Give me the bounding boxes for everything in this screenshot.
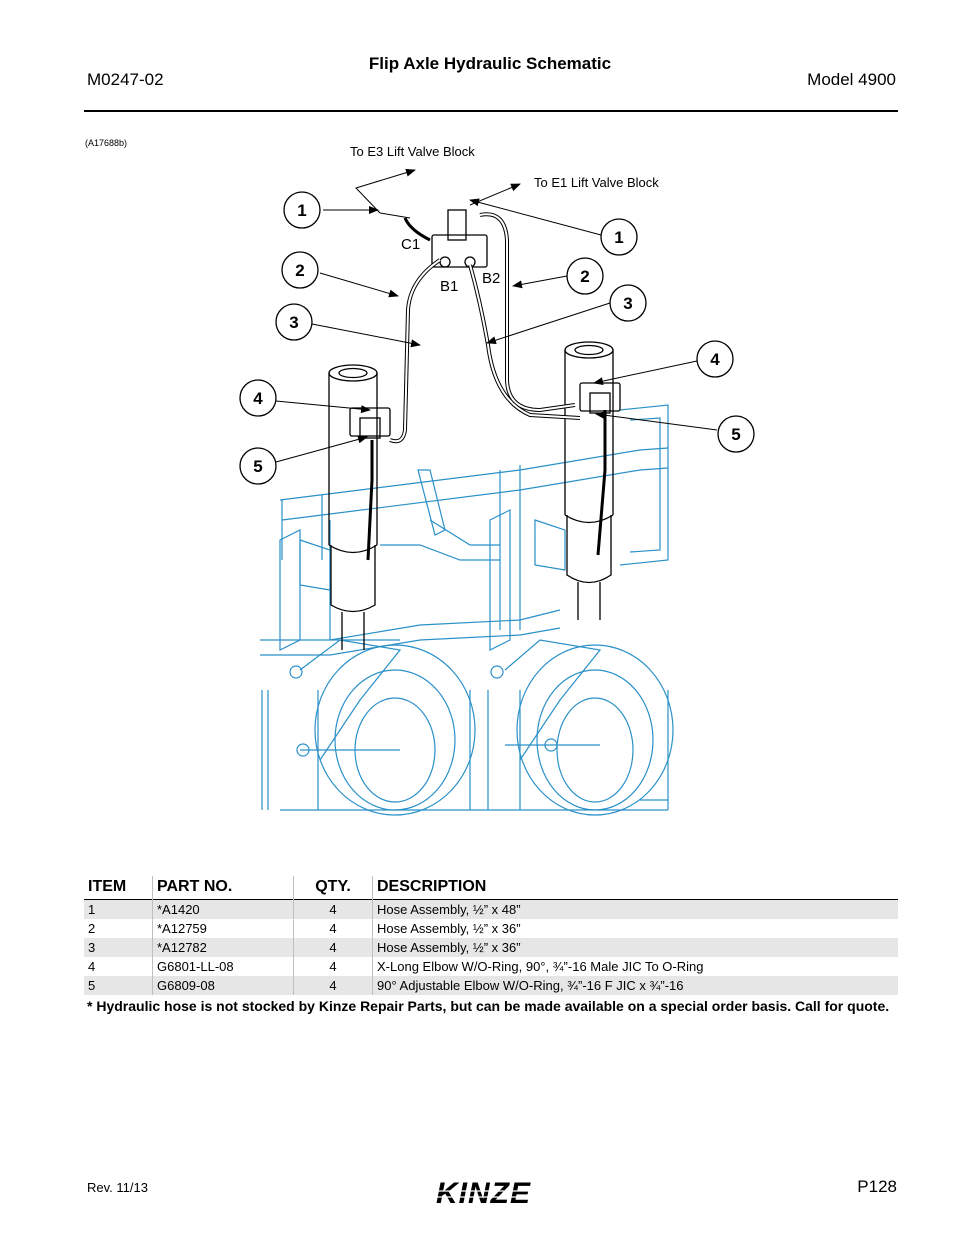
column-header-description: DESCRIPTION [372,876,898,900]
part-number-cell: G6801-LL-08 [152,957,294,976]
qty-cell: 4 [293,938,373,957]
svg-text:2: 2 [580,267,589,286]
page-number: P128 [857,1177,897,1196]
svg-text:4: 4 [253,389,263,408]
page-title: Flip Axle Hydraulic Schematic [368,54,612,73]
hydraulic-schematic-diagram: 1 2 3 4 5 1 2 3 4 5 C1 B1 B2 [239,168,755,816]
qty-cell: 4 [293,899,373,919]
planter-frame-drawing [260,404,674,816]
part-number-cell: *A1420 [152,899,294,919]
item-cell: 1 [84,899,153,919]
logo-wordmark: KINZE [436,1177,531,1209]
qty-cell: 4 [293,919,373,938]
callout-balloon-3-right: 3 [609,284,647,322]
column-header-item: ITEM [88,878,127,895]
table-row: 4 G6801-LL-08 4 X-Long Elbow W/O-Ring, 9… [84,957,898,976]
callout-balloon-5-left: 5 [239,447,277,485]
callout-balloon-1-right: 1 [600,218,638,256]
description-cell: Hose Assembly, ½” x 48” [372,899,898,919]
callout-balloon-5-right: 5 [717,415,755,453]
document-number: M0247-02 [87,70,164,89]
table-row: 1 *A1420 4 Hose Assembly, ½” x 48” [84,899,898,919]
port-label-b2: B2 [482,270,500,287]
table-row: 3 *A12782 4 Hose Assembly, ½” x 36” [84,938,898,957]
column-header-part-no: PART NO. [152,876,294,900]
leader-lines [275,168,718,463]
callout-balloon-1-left: 1 [283,191,321,229]
description-cell: Hose Assembly, ½” x 36” [372,938,898,957]
model-label: Model 4900 [807,70,896,89]
figure-id: (A17688b) [85,138,128,148]
description-cell: 90° Adjustable Elbow W/O-Ring, ¾”-16 F J… [372,976,898,995]
svg-text:3: 3 [623,294,632,313]
item-cell: 4 [88,959,96,974]
table-row: 2 *A12759 4 Hose Assembly, ½” x 36” [84,919,898,938]
column-header-qty: QTY. [293,876,373,900]
table-row: 5 G6809-08 4 90° Adjustable Elbow W/O-Ri… [84,976,898,995]
item-cell: 5 [84,976,153,995]
qty-cell: 4 [293,976,373,995]
header-divider [84,110,898,112]
callout-balloon-4-right: 4 [696,340,734,378]
svg-text:5: 5 [253,457,262,476]
item-cell: 3 [84,938,153,957]
qty-cell: 4 [293,957,373,976]
svg-text:3: 3 [289,313,298,332]
port-label-b1: B1 [440,278,458,295]
svg-text:1: 1 [297,201,306,220]
table-header-row: ITEM PART NO. QTY. DESCRIPTION [84,876,898,900]
item-cell: 2 [88,921,96,936]
kinze-logo: KINZE [430,1175,555,1214]
svg-text:2: 2 [295,261,304,280]
svg-text:4: 4 [710,350,720,369]
callout-balloon-3-left: 3 [275,303,313,341]
callout-balloon-2-right: 2 [566,257,604,295]
callout-e3-lift-valve: To E3 Lift Valve Block [350,144,475,159]
parts-footnote: * Hydraulic hose is not stocked by Kinze… [87,998,890,1014]
port-label-c1: C1 [401,236,420,253]
callout-balloon-4-left: 4 [239,379,277,417]
callout-e1-lift-valve: To E1 Lift Valve Block [534,175,659,190]
svg-text:1: 1 [614,228,623,247]
parts-table: ITEM PART NO. QTY. DESCRIPTION 1 *A1420 … [84,876,898,995]
revision-date: Rev. 11/13 [87,1180,148,1195]
part-number-cell: *A12782 [152,938,294,957]
callout-balloon-2-left: 2 [281,251,319,289]
svg-text:5: 5 [731,425,740,444]
part-number-cell: G6809-08 [152,976,294,995]
part-number-cell: *A12759 [152,919,294,938]
description-cell: X-Long Elbow W/O-Ring, 90°, ¾”-16 Male J… [372,957,898,976]
description-cell: Hose Assembly, ½” x 36” [372,919,898,938]
